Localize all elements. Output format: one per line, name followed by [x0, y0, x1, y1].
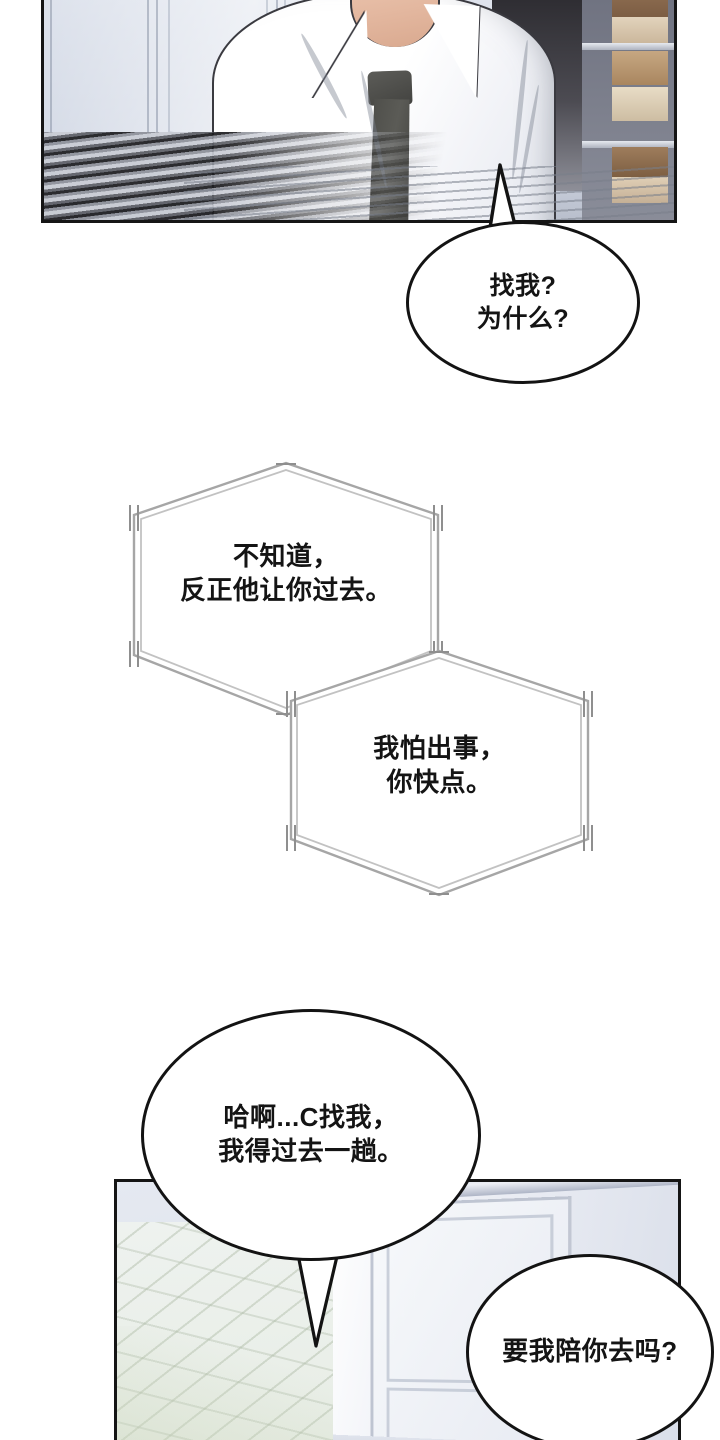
- book: [612, 87, 668, 121]
- speech-bubble-4[interactable]: 要我陪你去吗?: [466, 1254, 714, 1440]
- speech-bubble-3[interactable]: 哈啊...C找我， 我得过去一趟。: [141, 1009, 481, 1261]
- hex-speech-bubble-2[interactable]: 我怕出事， 你快点。: [283, 643, 596, 903]
- book: [612, 17, 668, 43]
- hex-speech-bubble-1-text: 不知道， 反正他让你过去。: [179, 541, 392, 606]
- shirt-collar-left: [310, 10, 370, 98]
- speech-bubble-4-text: 要我陪你去吗?: [502, 1336, 678, 1367]
- speech-bubble-1[interactable]: 找我? 为什么?: [406, 221, 640, 384]
- wall-moulding: [50, 0, 149, 154]
- shelf-plank: [582, 43, 674, 50]
- book: [612, 51, 668, 85]
- comic-panel-top: [41, 0, 677, 223]
- floor-speed-lines-right: [184, 166, 674, 220]
- hex-speech-bubble-1[interactable]: 不知道， 反正他让你过去。: [126, 455, 446, 723]
- speech-bubble-3-text: 哈啊...C找我， 我得过去一趟。: [218, 1102, 404, 1166]
- shirt-collar-right: [420, 4, 480, 98]
- speech-bubble-1-text: 找我? 为什么?: [476, 272, 570, 333]
- hex-frame-2: [286, 649, 593, 897]
- hex-speech-bubble-2-text: 我怕出事， 你快点。: [373, 733, 506, 798]
- shelf-plank: [582, 141, 674, 148]
